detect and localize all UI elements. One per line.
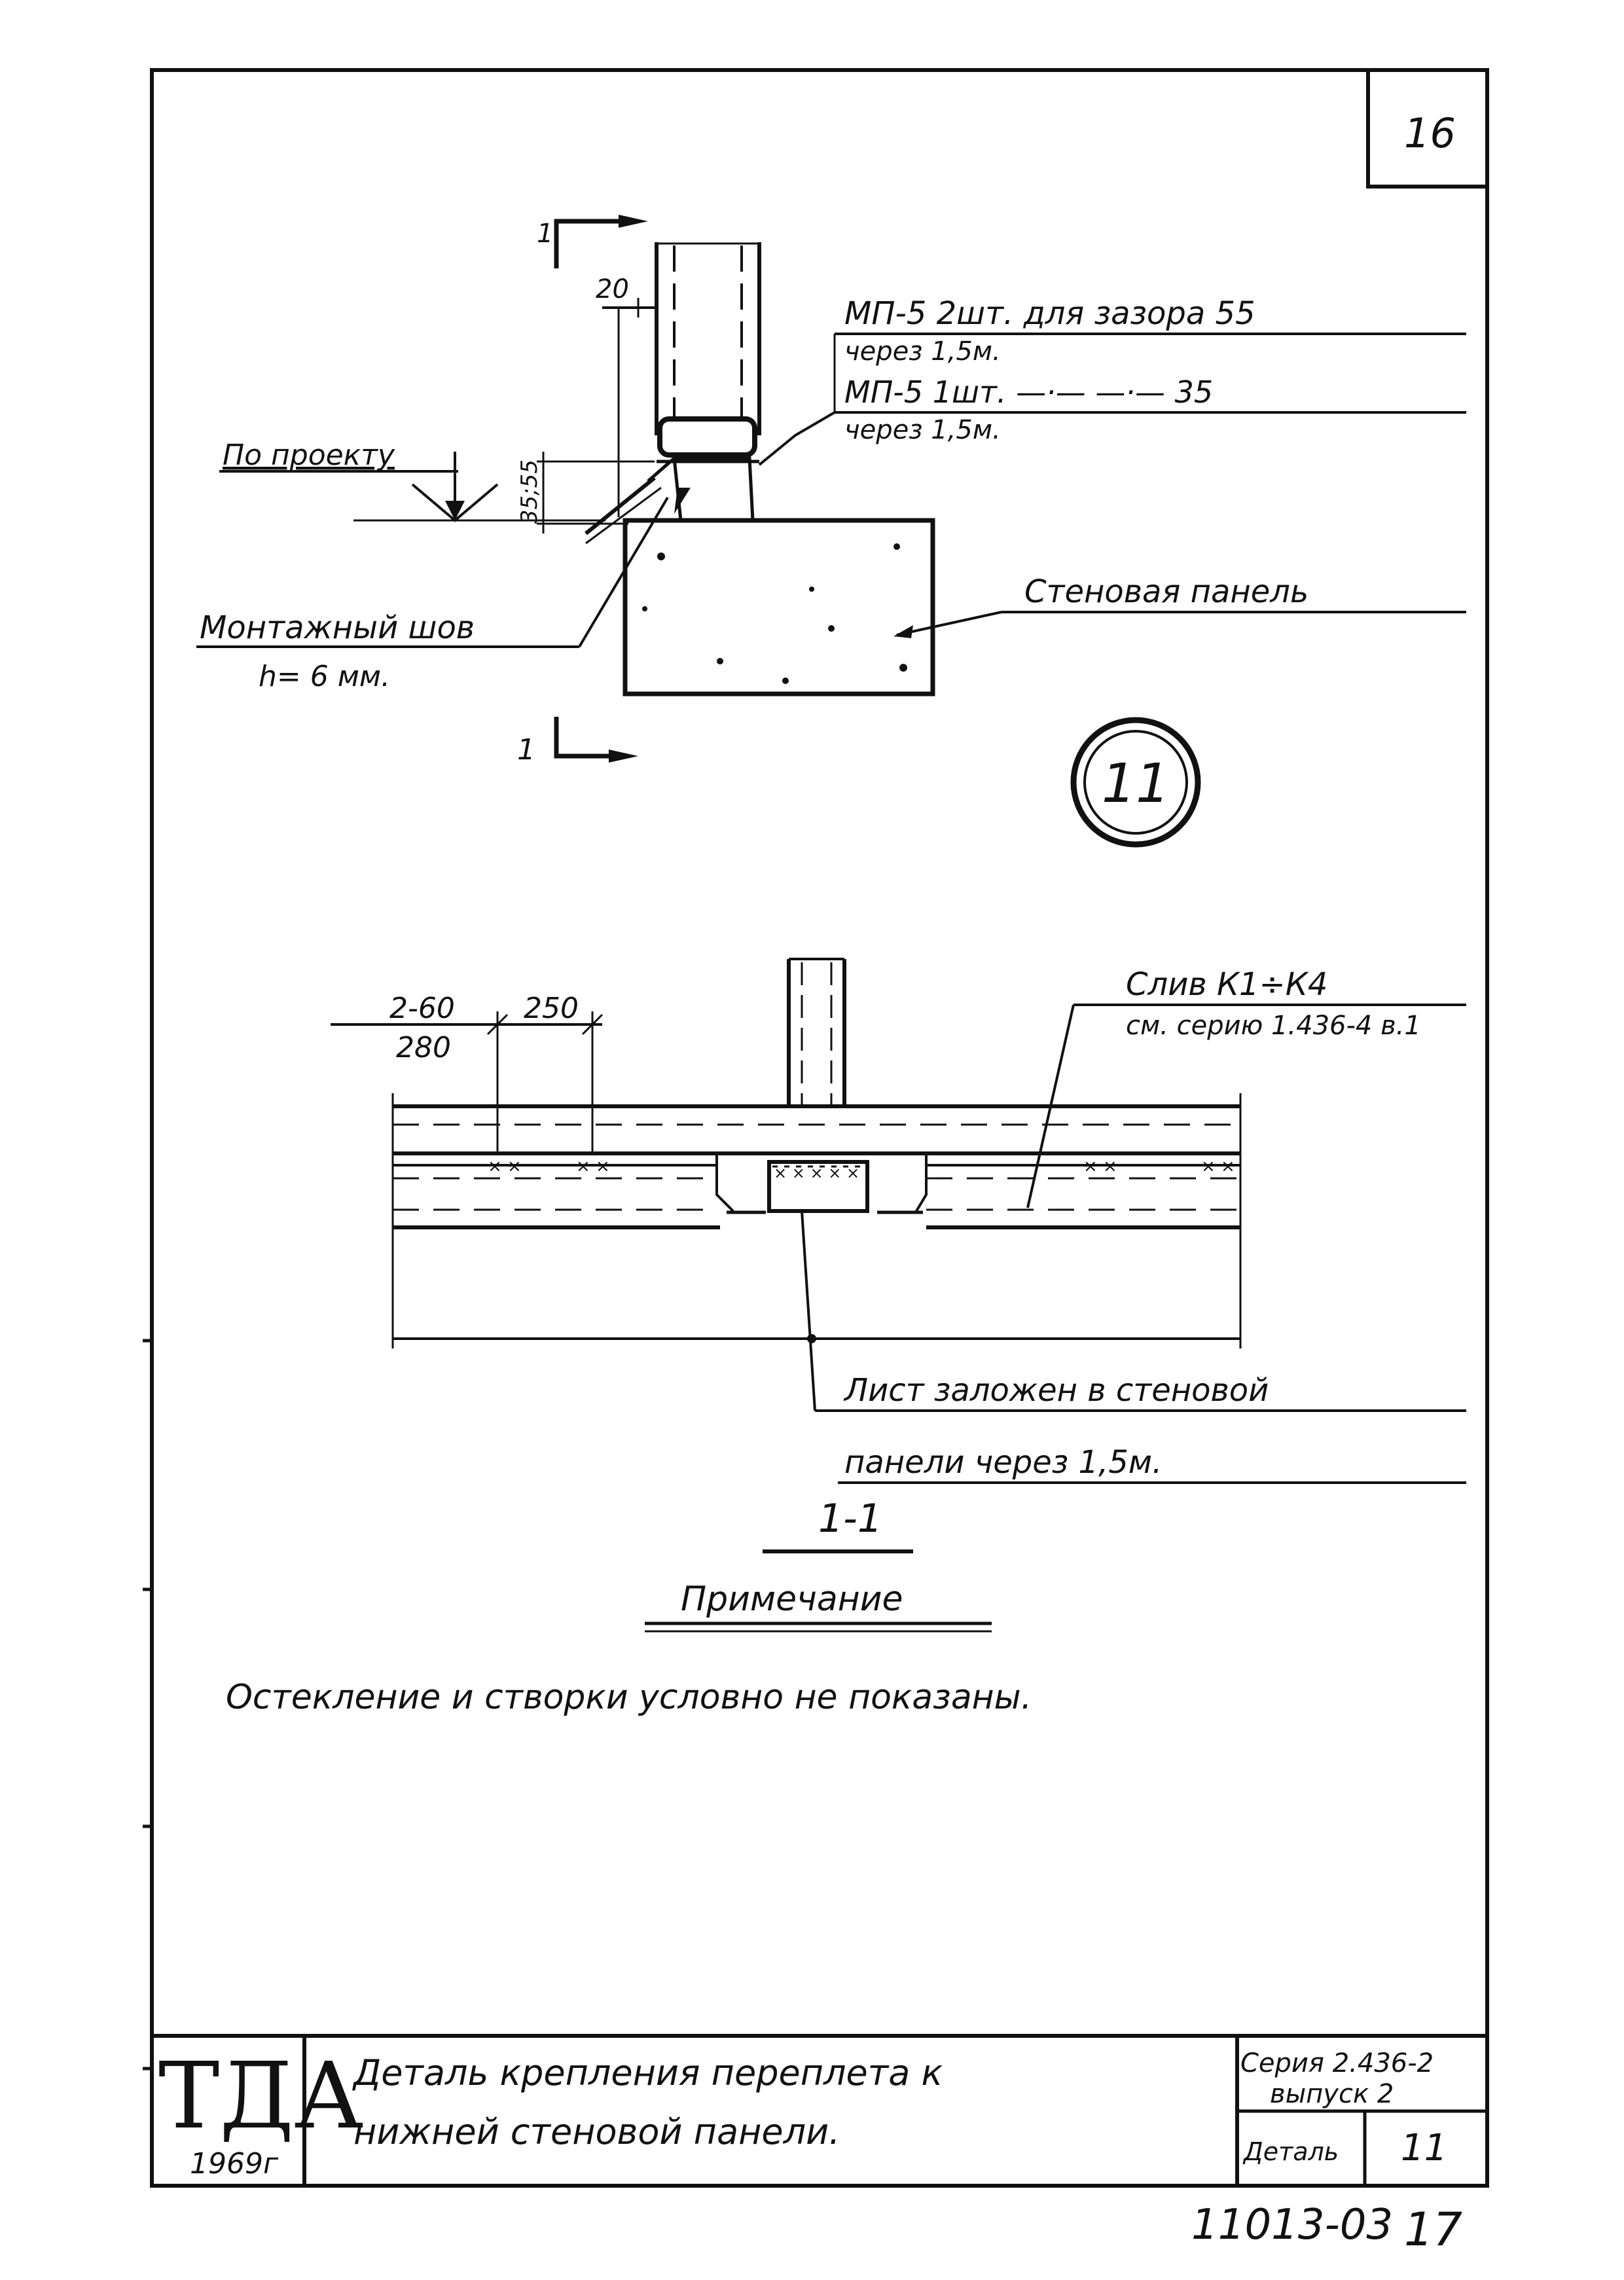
dim-250: 250 xyxy=(524,992,579,1025)
list-line1: Лист заложен в стеновой xyxy=(843,1372,1269,1409)
sliv-leader xyxy=(1026,1004,1466,1208)
detail-number-circle xyxy=(1070,717,1201,848)
anchor-marks: × × × × × × × × xyxy=(488,1157,1235,1176)
section-mark-bottom: 1 xyxy=(517,733,535,767)
wall-panel-leader xyxy=(893,611,1466,638)
embedded-plate: × × × × × xyxy=(767,1160,869,1213)
mp5-line1-sub: через 1,5м. xyxy=(844,336,1001,367)
po-proektu-label: По проекту xyxy=(223,439,395,472)
mp5-line2-sub: через 1,5м. xyxy=(844,415,1001,445)
svg-text:× ×: × × xyxy=(1083,1157,1117,1176)
weld-leader xyxy=(196,496,669,648)
mullion xyxy=(787,958,846,1106)
mp5-line2: МП-5 1шт. —·— —·— 35 xyxy=(844,374,1213,410)
section-1-1: × × × × × × × × × × × × × 2-60 280 250 С… xyxy=(331,958,1466,1553)
sliv-ref: см. серию 1.436-4 в.1 xyxy=(1126,1011,1421,1041)
detail-number: 11 xyxy=(1102,753,1170,815)
dim-35-55-label: 35;55 xyxy=(516,460,543,524)
section-arrow-top xyxy=(554,215,648,268)
dim-280: 280 xyxy=(396,1031,451,1064)
section-label: 1-1 xyxy=(818,1496,882,1542)
list-leader xyxy=(801,1210,1466,1484)
stenovaya-panel-label: Стеновая панель xyxy=(1024,573,1308,610)
window-frame-profile xyxy=(585,242,761,545)
svg-text:× ×: × × xyxy=(576,1157,610,1176)
montazh-shov-label: Монтажный шов xyxy=(200,609,475,646)
dim-20 xyxy=(602,298,658,517)
detail-value: 11 xyxy=(1401,2127,1447,2169)
dim-2-60: 2-60 xyxy=(389,992,455,1025)
page-number-box xyxy=(1366,70,1487,189)
mp5-line1: МП-5 2шт. для зазора 55 xyxy=(844,295,1255,332)
sliv-label: Слив К1÷К4 xyxy=(1126,966,1327,1003)
org-logo: ТДА xyxy=(158,2043,363,2150)
sheet-frame xyxy=(143,68,1489,2188)
section-arrow-bottom xyxy=(554,717,638,763)
wall-panel-section xyxy=(623,518,935,697)
org-year: 1969г xyxy=(190,2147,279,2180)
detail-label: Деталь xyxy=(1242,2137,1339,2166)
section-dimensions xyxy=(331,1011,604,1152)
top-detail: 1 1 xyxy=(196,215,1466,848)
montazh-shov-h: h= 6 мм. xyxy=(259,660,390,693)
svg-text:× × × × ×: × × × × × xyxy=(774,1164,859,1182)
mp5-leaders xyxy=(758,333,1466,466)
svg-text:× ×: × × xyxy=(488,1157,522,1176)
svg-text:× ×: × × xyxy=(1201,1157,1235,1176)
title-line2: нижней стеновой панели. xyxy=(353,2111,840,2152)
bottom-code: 11013-03 xyxy=(1191,2201,1393,2249)
title-line1: Деталь крепления переплета к xyxy=(352,2052,943,2093)
note-title: Примечание xyxy=(681,1580,903,1619)
sill-layers xyxy=(391,1093,1242,1348)
page-number: 16 xyxy=(1404,109,1456,157)
bottom-page: 17 xyxy=(1404,2203,1462,2256)
issue: выпуск 2 xyxy=(1270,2079,1394,2109)
note-text: Остекление и створки условно не показаны… xyxy=(226,1678,1032,1717)
series: Серия 2.436-2 xyxy=(1240,2048,1434,2078)
dim-20-label: 20 xyxy=(596,274,629,304)
list-line2: панели через 1,5м. xyxy=(844,1444,1162,1481)
section-mark-top: 1 xyxy=(537,219,553,249)
level-mark xyxy=(219,452,605,522)
title-block xyxy=(152,2034,1487,2186)
